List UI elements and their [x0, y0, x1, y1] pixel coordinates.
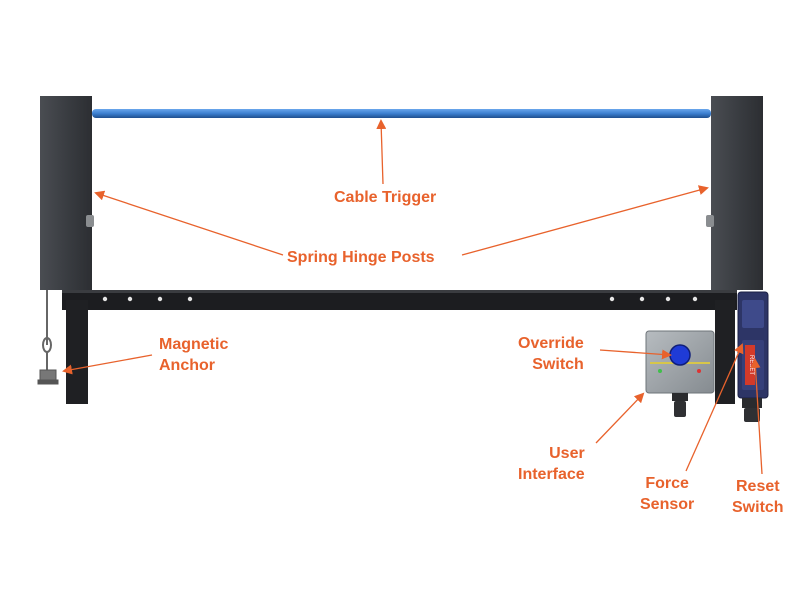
left-hinge-post — [40, 96, 94, 290]
arrow-override-switch — [599, 349, 672, 360]
magnetic-anchor-label: Magnetic Anchor — [159, 334, 228, 376]
force-sensor-line-2: Sensor — [640, 496, 695, 513]
override-switch-line-1: Override — [518, 335, 584, 352]
reset-switch-label: Reset Switch — [732, 476, 784, 518]
arrow-hinge-left — [94, 190, 284, 256]
arrow-force-sensor — [685, 343, 744, 472]
cable-trigger-text: Cable Trigger — [334, 189, 437, 206]
rail-holes — [102, 296, 698, 302]
override-button-icon — [669, 344, 691, 366]
callout-arrows — [62, 119, 763, 475]
magnetic-anchor-line-2: Anchor — [159, 357, 215, 374]
force-sensor-label: Force Sensor — [640, 473, 694, 515]
cable-trigger-bar — [92, 109, 711, 118]
override-switch-label: Override Switch — [518, 333, 584, 375]
user-interface-line-1: User — [549, 445, 585, 462]
user-interface-line-2: Interface — [518, 466, 585, 483]
user-interface-label: User Interface — [518, 443, 585, 485]
force-sensor-line-1: Force — [645, 475, 689, 492]
arrow-user-interface — [595, 392, 645, 444]
magnetic-anchor-device — [37, 290, 59, 385]
reset-switch-line-2: Switch — [732, 499, 784, 516]
arrow-hinge-right — [461, 185, 709, 256]
arrow-reset-switch — [750, 358, 763, 475]
force-sensor-reset-unit: RESET — [737, 291, 769, 422]
cable-trigger-label: Cable Trigger — [334, 187, 436, 208]
arrow-cable-trigger — [376, 119, 387, 185]
reset-switch-line-1: Reset — [735, 478, 780, 495]
reset-side-text: RESET — [748, 355, 754, 375]
user-interface-box — [645, 330, 715, 417]
spring-hinge-posts-label: Spring Hinge Posts — [287, 247, 435, 268]
override-switch-line-2: Switch — [532, 356, 584, 373]
magnetic-anchor-line-1: Magnetic — [159, 336, 229, 353]
spring-hinge-posts-text: Spring Hinge Posts — [287, 249, 435, 266]
right-hinge-post — [706, 96, 763, 290]
bottom-rail — [62, 290, 737, 404]
reset-switch-strip — [745, 345, 755, 385]
arrow-magnetic-anchor — [62, 354, 153, 375]
